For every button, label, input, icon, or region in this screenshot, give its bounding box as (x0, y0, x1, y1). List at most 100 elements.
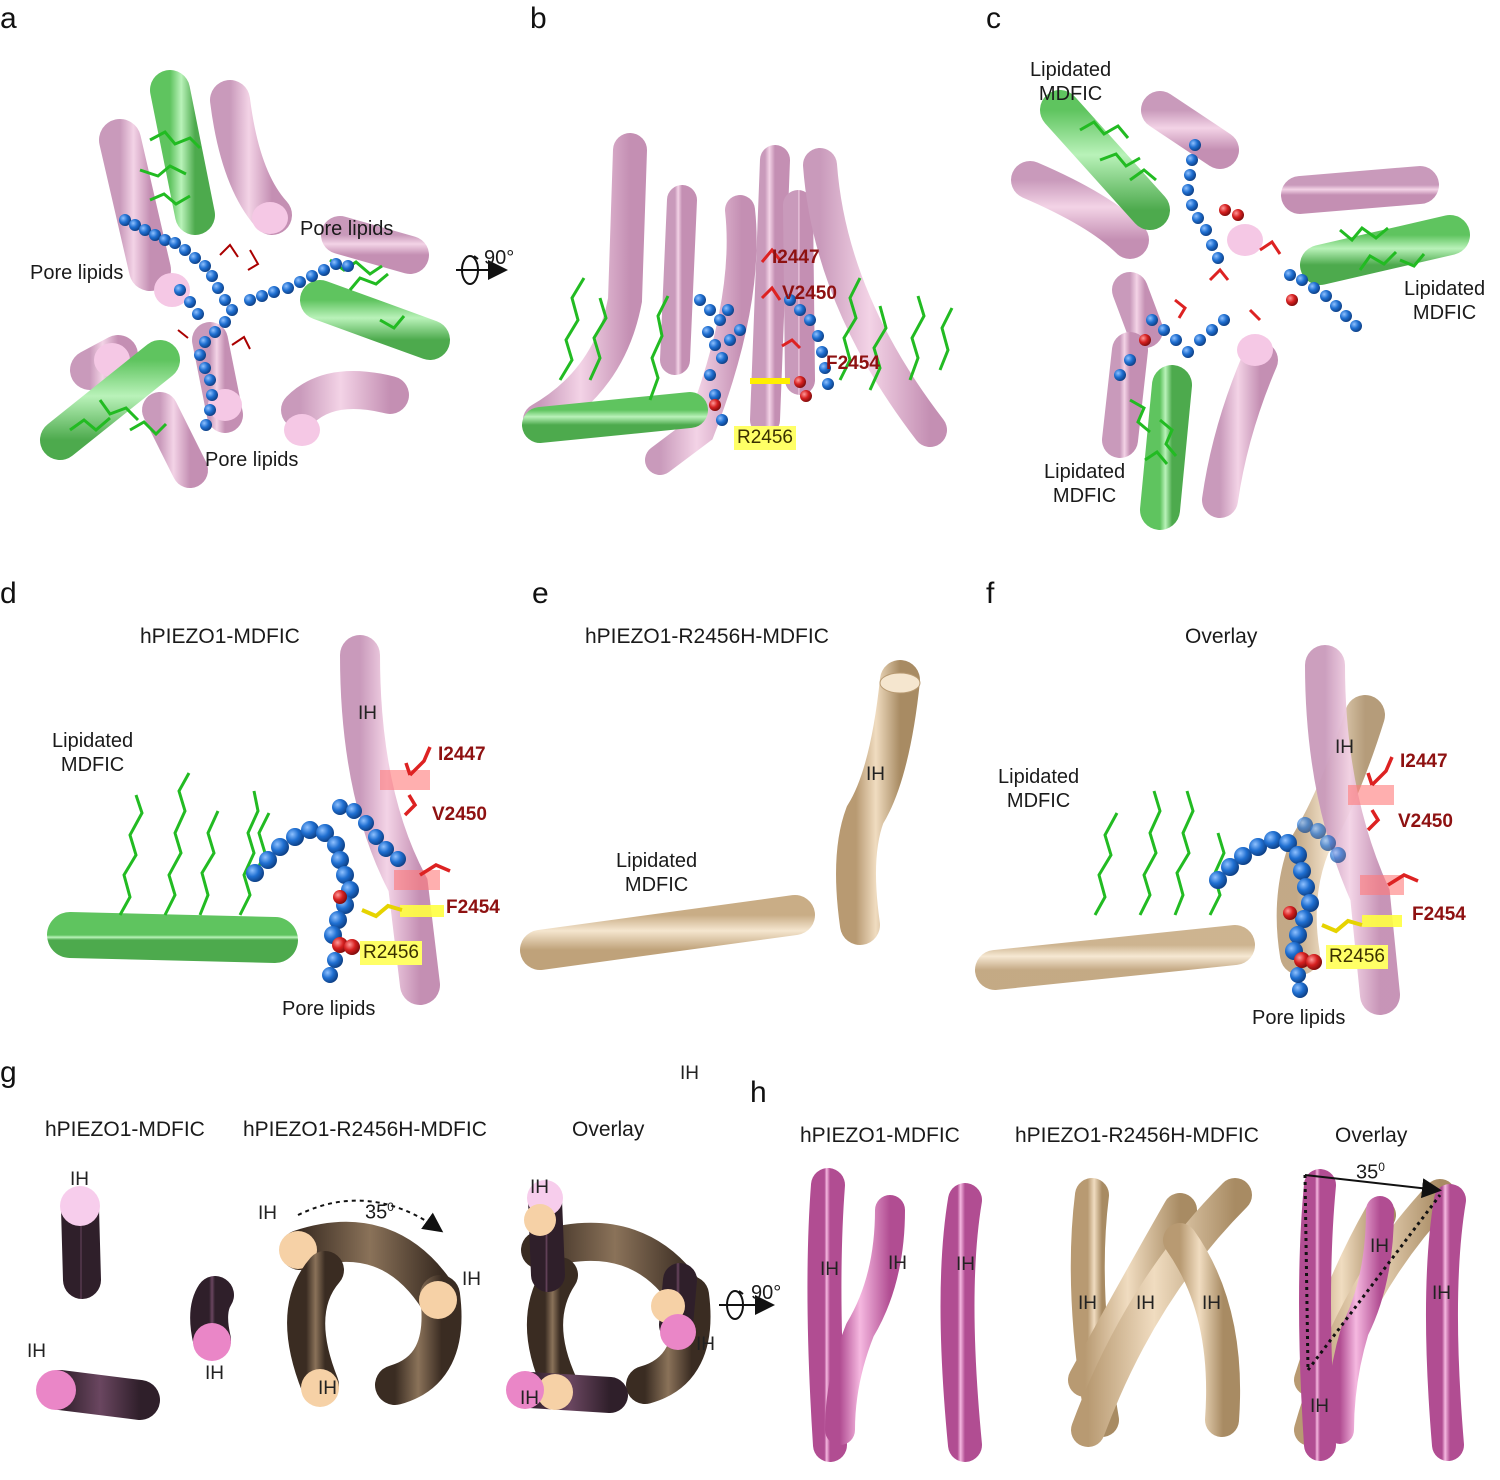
green-helices (1040, 90, 1470, 530)
angle-label: 350 (1356, 1155, 1385, 1185)
pink-helices (70, 80, 429, 488)
column-title: Overlay (572, 1118, 645, 1141)
ih-label: IH (1078, 1293, 1097, 1314)
panel-letter: g (0, 1056, 17, 1089)
angle-label: 350 (365, 1195, 394, 1225)
panel-letter: e (532, 577, 549, 610)
lipidated-mdfic-label: Lipidated MDFIC (1030, 58, 1111, 106)
panel-letter: f (986, 577, 995, 610)
column-title: hPIEZO1-R2456H-MDFIC (243, 1118, 487, 1141)
column-title: hPIEZO1-R2456H-MDFIC (1015, 1124, 1259, 1147)
residue-label: F2454 (1412, 904, 1466, 925)
rotation-indicator: 90° (715, 1275, 795, 1335)
ih-label: IH (1136, 1293, 1155, 1314)
panel-f: f Overlay IH Lipidated MDFIC I2447 V2450 (960, 575, 1500, 1045)
mutant-side-helices (1068, 1178, 1252, 1447)
green-helices (522, 392, 983, 443)
pore-lipids-label: Pore lipids (282, 998, 376, 1020)
overlay-detail (975, 645, 1419, 1015)
pore-lipids-label: Pore lipids (205, 449, 299, 471)
ih-label: IH (1310, 1396, 1329, 1417)
pore-lipids-label: Pore lipids (30, 262, 124, 284)
r2456-highlight-label: R2456 (734, 426, 796, 450)
panel-letter: d (0, 577, 17, 610)
panel-title: hPIEZO1-R2456H-MDFIC (585, 625, 829, 648)
panel-e: e hPIEZO1-R2456H-MDFIC IH Lipidated MDFI… (520, 575, 980, 1045)
ih-label: IH (205, 1363, 224, 1384)
label-text: Lipidated MDFIC (52, 730, 134, 776)
ih-label: IH (1432, 1283, 1451, 1304)
ih-label: IH (318, 1378, 337, 1399)
lipidated-mdfic-label: Lipidated MDFIC (616, 849, 697, 897)
lipidated-mdfic-label: Lipidated MDFIC (998, 765, 1079, 813)
panel-h: h hPIEZO1-MDFIC hPIEZO1-R2456H-MDFIC Ove… (740, 1050, 1500, 1480)
column-title: hPIEZO1-MDFIC (45, 1118, 205, 1141)
overlay-helices (506, 1180, 711, 1413)
ih-label: IH (258, 1203, 277, 1224)
rotation-indicator: 90° (452, 240, 522, 300)
residue-label: F2454 (446, 897, 500, 918)
panel-c: c (980, 0, 1500, 540)
overlay-side-helices (1294, 1169, 1466, 1461)
column-title: hPIEZO1-MDFIC (800, 1124, 960, 1147)
ih-label: IH (888, 1253, 907, 1274)
pore-lipids-label: Pore lipids (300, 218, 394, 240)
mutant-helices (279, 1199, 462, 1407)
pore-side-view-structure (522, 133, 983, 475)
panel-g: g IH hPIEZO1-MDFIC hPIEZO1-R2456H-MDFIC … (0, 1050, 740, 1480)
residue-label: I2447 (438, 744, 486, 765)
ih-label: IH (520, 1388, 539, 1409)
panel-d: d hPIEZO1-MDFIC IH Lipidated MDFIC I2447… (0, 575, 520, 1045)
panel-letter: c (986, 2, 1001, 35)
pore-bottom-view-structure (1011, 90, 1470, 530)
ih-label: IH (358, 703, 377, 724)
ih-label: IH (70, 1169, 89, 1190)
pore-lipids-label: Pore lipids (1252, 1007, 1346, 1029)
angle-value: 35 (1356, 1161, 1379, 1184)
pore-top-view-structure (40, 70, 450, 488)
label-text: Lipidated MDFIC (1404, 278, 1486, 324)
label-text: Lipidated MDFIC (616, 850, 698, 896)
panel-a: a (0, 0, 470, 530)
residue-label: V2450 (432, 804, 487, 825)
residue-label: I2447 (772, 247, 820, 268)
panel-title: Overlay (1185, 625, 1258, 648)
label-text: Lipidated MDFIC (1030, 59, 1112, 105)
lipidated-mdfic-label: Lipidated MDFIC (52, 729, 133, 777)
ih-label: IH (696, 1334, 715, 1355)
mutant-ih-helix (520, 660, 921, 970)
ih-side-views (807, 1168, 1466, 1462)
residue-label: F2454 (826, 353, 880, 374)
ih-label: IH (27, 1341, 46, 1362)
panel-title: hPIEZO1-MDFIC (140, 625, 300, 648)
ih-label: IH (866, 764, 885, 785)
ih-label: IH (462, 1269, 481, 1290)
column-title: Overlay (1335, 1124, 1408, 1147)
wt-helices (36, 1186, 234, 1420)
ih-label: IH (680, 1063, 699, 1084)
ih-label: IH (820, 1259, 839, 1280)
ih-label: IH (1202, 1293, 1221, 1314)
panel-b: b I2447 V2450 F245 (500, 0, 990, 530)
rotation-angle: 90° (484, 247, 515, 269)
ih-label: IH (956, 1254, 975, 1275)
panel-letter: a (0, 2, 17, 35)
residue-label: I2447 (1400, 751, 1448, 772)
ih-label: IH (530, 1177, 549, 1198)
label-text: Lipidated MDFIC (1044, 461, 1126, 507)
label-text: Lipidated MDFIC (998, 766, 1080, 812)
ih-lipid-detail (47, 635, 451, 1005)
rotate-arrow-icon (719, 1290, 775, 1320)
r2456-highlight-label: R2456 (1326, 945, 1388, 969)
lipidated-mdfic-label: Lipidated MDFIC (1404, 277, 1485, 325)
residue-label: V2450 (1398, 811, 1453, 832)
panel-letter: b (530, 2, 547, 35)
r2456-highlight-label: R2456 (360, 941, 422, 965)
lipidated-mdfic-label: Lipidated MDFIC (1044, 460, 1125, 508)
angle-superscript: 0 (1378, 1160, 1385, 1174)
angle-superscript: 0 (387, 1200, 394, 1214)
angle-value: 35 (365, 1201, 388, 1224)
residue-label: V2450 (782, 283, 837, 304)
wt-side-helices (807, 1168, 982, 1462)
rotation-angle: 90° (751, 1282, 782, 1304)
